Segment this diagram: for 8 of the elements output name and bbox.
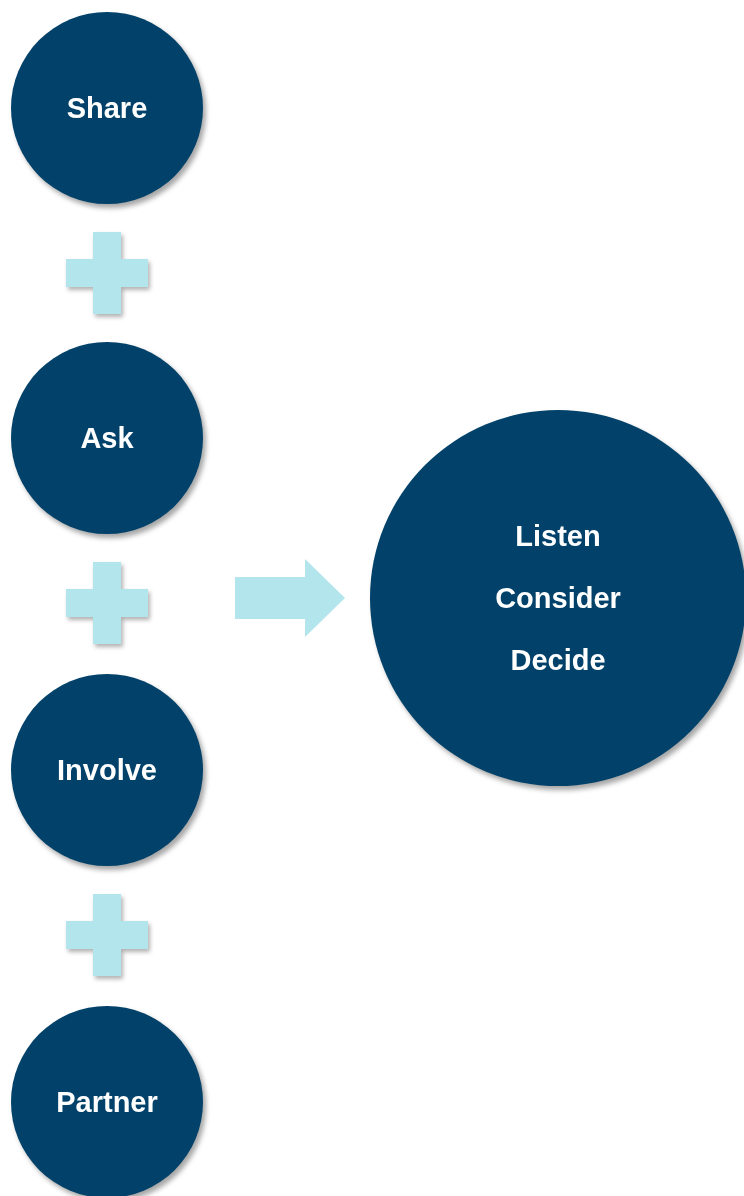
node-label: Listen (515, 519, 601, 554)
node-label: Ask (80, 421, 134, 456)
node-label: Partner (56, 1085, 158, 1120)
node-label: Involve (57, 753, 157, 788)
block-arrow (235, 559, 345, 637)
node-label: Decide (510, 643, 606, 678)
node-label: Share (66, 91, 148, 126)
node-label: Consider (495, 581, 621, 616)
